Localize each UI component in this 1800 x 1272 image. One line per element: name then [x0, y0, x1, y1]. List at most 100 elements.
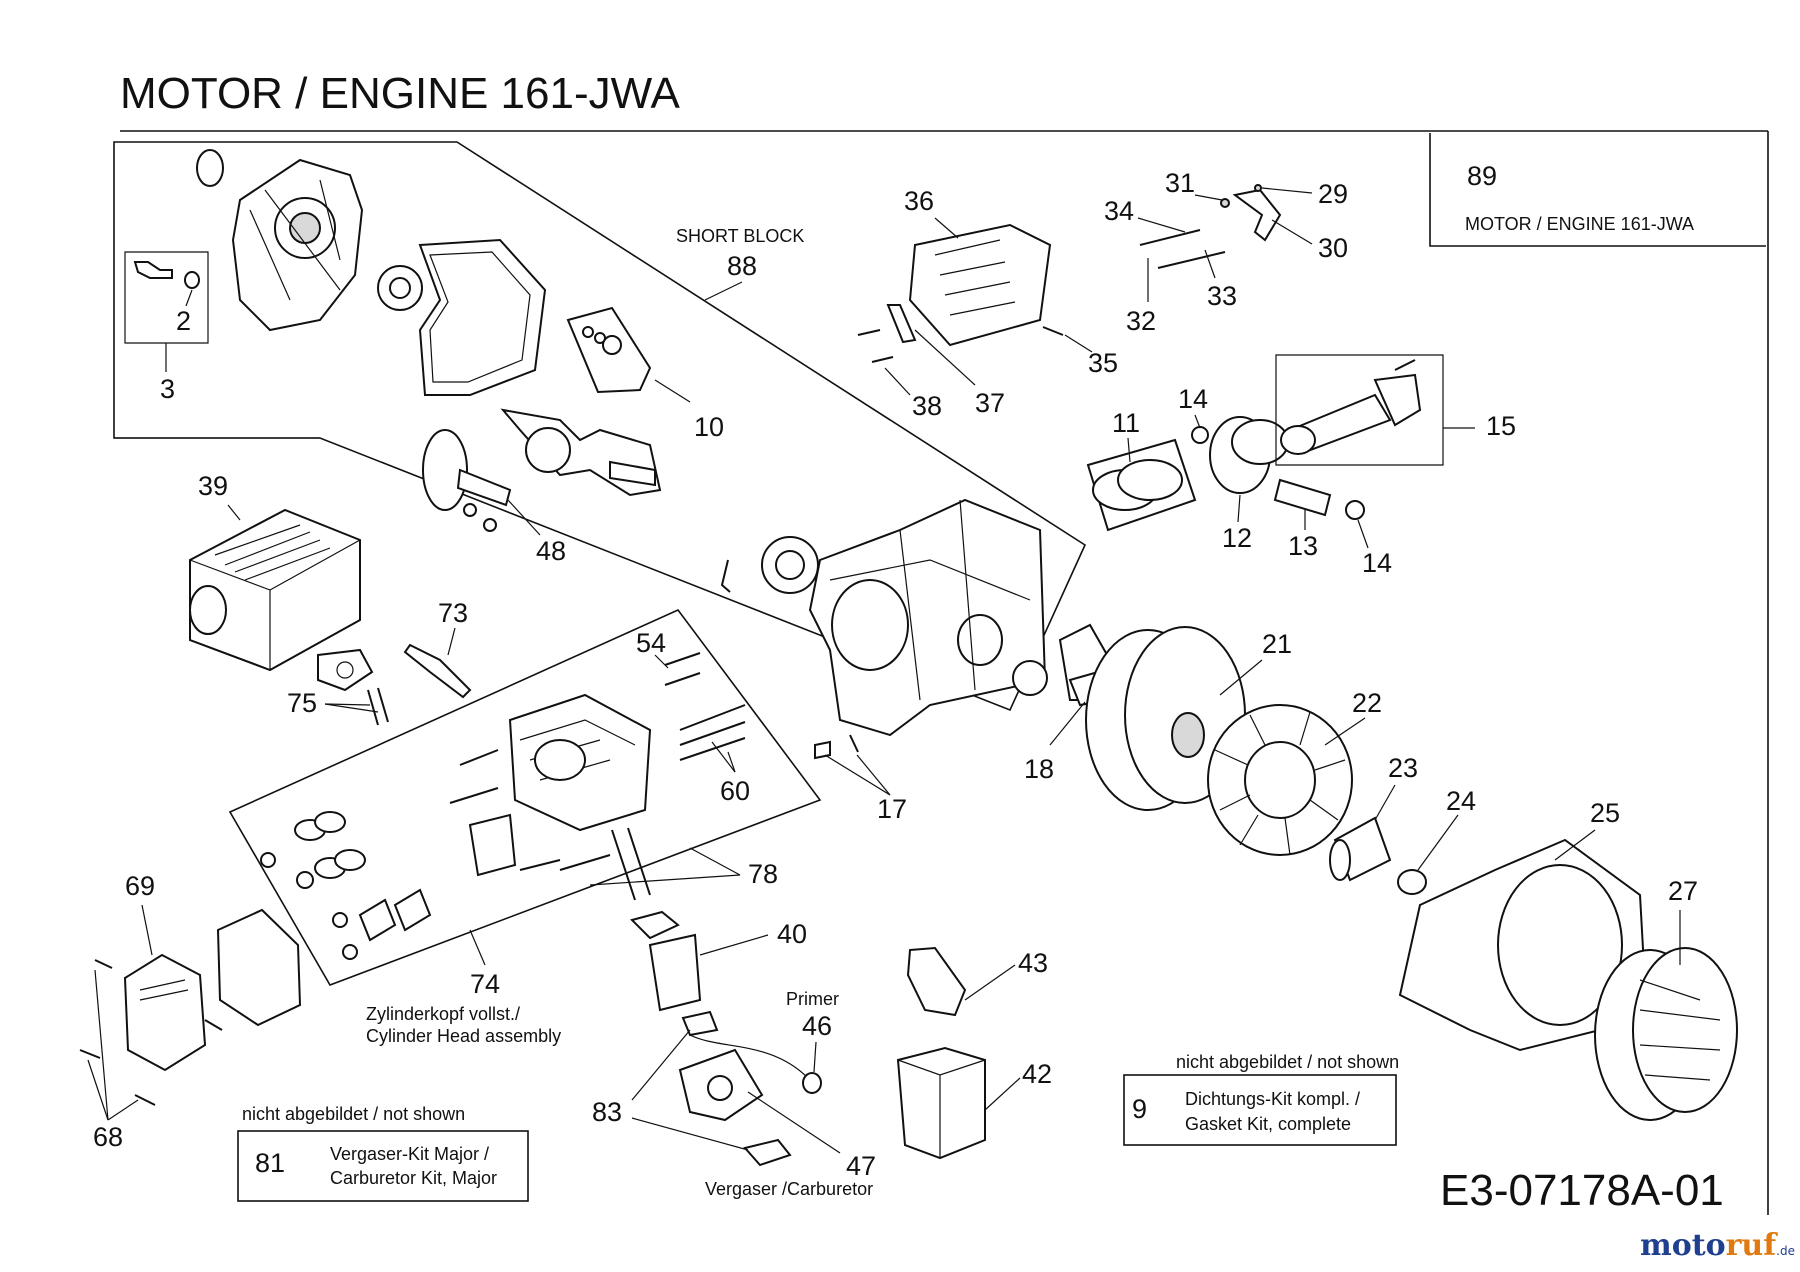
callout-74: 74: [470, 969, 500, 999]
crankcase-cover-part: [196, 149, 364, 332]
callout-21: 21: [1262, 629, 1292, 659]
stud-part-78: 78: [589, 827, 778, 901]
piston-rings-part: 11: [1086, 408, 1197, 532]
callout-40: 40: [777, 919, 807, 949]
header-box-label: MOTOR / ENGINE 161-JWA: [1465, 214, 1694, 234]
valve-cover-part: 69: [123, 871, 207, 1072]
bracket-part-37: 37: [886, 304, 1005, 418]
callout-14-bottom: 14: [1362, 548, 1392, 578]
piston-part: 12: [1209, 416, 1289, 553]
cover-part-36: 36: [904, 186, 1052, 347]
cylinder-head-caption-line2: Cylinder Head assembly: [366, 1026, 561, 1046]
head-bolt-part: [459, 749, 499, 766]
cooling-fan-part: 22: [1207, 688, 1382, 856]
callout-46: 46: [802, 1011, 832, 1041]
page-title: MOTOR / ENGINE 161-JWA: [120, 69, 681, 118]
callout-37: 37: [975, 388, 1005, 418]
callout-88: 88: [727, 251, 757, 281]
callout-42: 42: [1022, 1059, 1052, 1089]
air-filter-housing-part-42: 42: [896, 1046, 1052, 1160]
cylinder-head-caption-line1: Zylinderkopf vollst./: [366, 1004, 520, 1024]
callout-83: 83: [592, 1097, 622, 1127]
callout-10: 10: [694, 412, 724, 442]
callout-69: 69: [125, 871, 155, 901]
callout-33: 33: [1207, 281, 1237, 311]
not-shown-right-line1: Dichtungs-Kit kompl. /: [1185, 1089, 1360, 1109]
callout-15: 15: [1486, 411, 1516, 441]
blower-housing-part: 25: [1398, 798, 1647, 1052]
logo-suffix: .de: [1776, 1244, 1795, 1258]
callout-25: 25: [1590, 798, 1620, 828]
spark-plug-part: 73: [403, 598, 472, 699]
motoruf-logo: motoruf.de: [1640, 1228, 1795, 1263]
callout-24: 24: [1446, 786, 1476, 816]
stud-part-75: 75: [287, 687, 389, 726]
not-shown-note-left: nicht abgebildet / not shown: [242, 1104, 465, 1124]
callout-75: 75: [287, 688, 317, 718]
callout-30: 30: [1318, 233, 1348, 263]
callout-78: 78: [748, 859, 778, 889]
callout-54: 54: [636, 628, 666, 658]
header-box-number: 89: [1467, 161, 1497, 191]
valve-springs-part: [260, 811, 366, 889]
valve-part: [664, 652, 701, 666]
logo-text-accent: ruf: [1726, 1228, 1779, 1263]
callout-68: 68: [93, 1122, 123, 1152]
gasket-part-83: 83: [592, 1029, 749, 1151]
not-shown-box-81: nicht abgebildet / not shown 81 Vergaser…: [237, 1104, 529, 1202]
diagram-code: E3-07178A-01: [1440, 1166, 1724, 1215]
primer-label: Primer: [786, 989, 839, 1009]
callout-31: 31: [1165, 168, 1195, 198]
governor-part: 10: [566, 306, 724, 442]
not-shown-number-81: 81: [255, 1148, 285, 1178]
callout-39: 39: [198, 471, 228, 501]
recoil-starter-part: 27: [1594, 876, 1738, 1121]
head-bolt-part: [519, 859, 561, 871]
short-block-outline: SHORT BLOCK 88: [113, 141, 1087, 712]
piston-pin-part: 13: [1273, 478, 1332, 561]
not-shown-number-9: 9: [1132, 1094, 1147, 1124]
bearing-and-gasket-part: [377, 238, 547, 396]
callout-34: 34: [1104, 196, 1134, 226]
camshaft-part: 48: [422, 429, 566, 566]
logo-text-main: moto: [1640, 1228, 1726, 1263]
valve-part: [664, 672, 701, 686]
washer-part: [184, 271, 200, 289]
callout-32: 32: [1126, 306, 1156, 336]
throttle-linkage-parts: 31 34 29 30 32 33: [1104, 168, 1348, 336]
callout-11: 11: [1112, 408, 1140, 438]
not-shown-left-line1: Vergaser-Kit Major /: [330, 1144, 489, 1164]
push-rod-part: [679, 737, 746, 761]
callout-17: 17: [877, 794, 907, 824]
head-bolt-part: [449, 787, 499, 804]
not-shown-box-9: nicht abgebildet / not shown 9 Dichtungs…: [1123, 1052, 1399, 1146]
callout-18: 18: [1024, 754, 1054, 784]
callout-60: 60: [720, 776, 750, 806]
flywheel-nut-part: 24: [1397, 786, 1476, 895]
push-rod-part: [679, 704, 746, 731]
callout-43: 43: [1018, 948, 1048, 978]
crankshaft-part: [500, 408, 662, 497]
starter-cup-part: 23: [1329, 753, 1418, 882]
piston-clip-parts: 14 14: [1178, 384, 1392, 578]
carburetor-gasket-part-40: 40: [630, 910, 807, 1012]
part-group-3: 2 3: [124, 251, 209, 404]
air-filter-part-43: 43: [906, 946, 1048, 1017]
callout-12: 12: [1222, 523, 1252, 553]
rocker-arms-part: [332, 888, 432, 960]
callout-14-top: 14: [1178, 384, 1208, 414]
bolt-part-35: 35: [1042, 326, 1118, 378]
connecting-rod-group: 15: [1275, 354, 1516, 466]
callout-13: 13: [1288, 531, 1318, 561]
callout-48: 48: [536, 536, 566, 566]
callout-38: 38: [912, 391, 942, 421]
carburetor-part-47: 47 Vergaser /Carburetor: [678, 1010, 876, 1199]
head-bolt-part: [559, 854, 611, 871]
push-rod-part: [679, 721, 746, 746]
callout-36: 36: [904, 186, 934, 216]
muffler-gasket-part: [317, 648, 374, 692]
primer-part-46: Primer 46: [786, 989, 839, 1073]
cylinder-head-assembly-group: 54 60 74 Zylinderkopf vollst./ Cylinder …: [228, 609, 822, 1046]
crankcase-block-part: 17: [720, 498, 1048, 824]
